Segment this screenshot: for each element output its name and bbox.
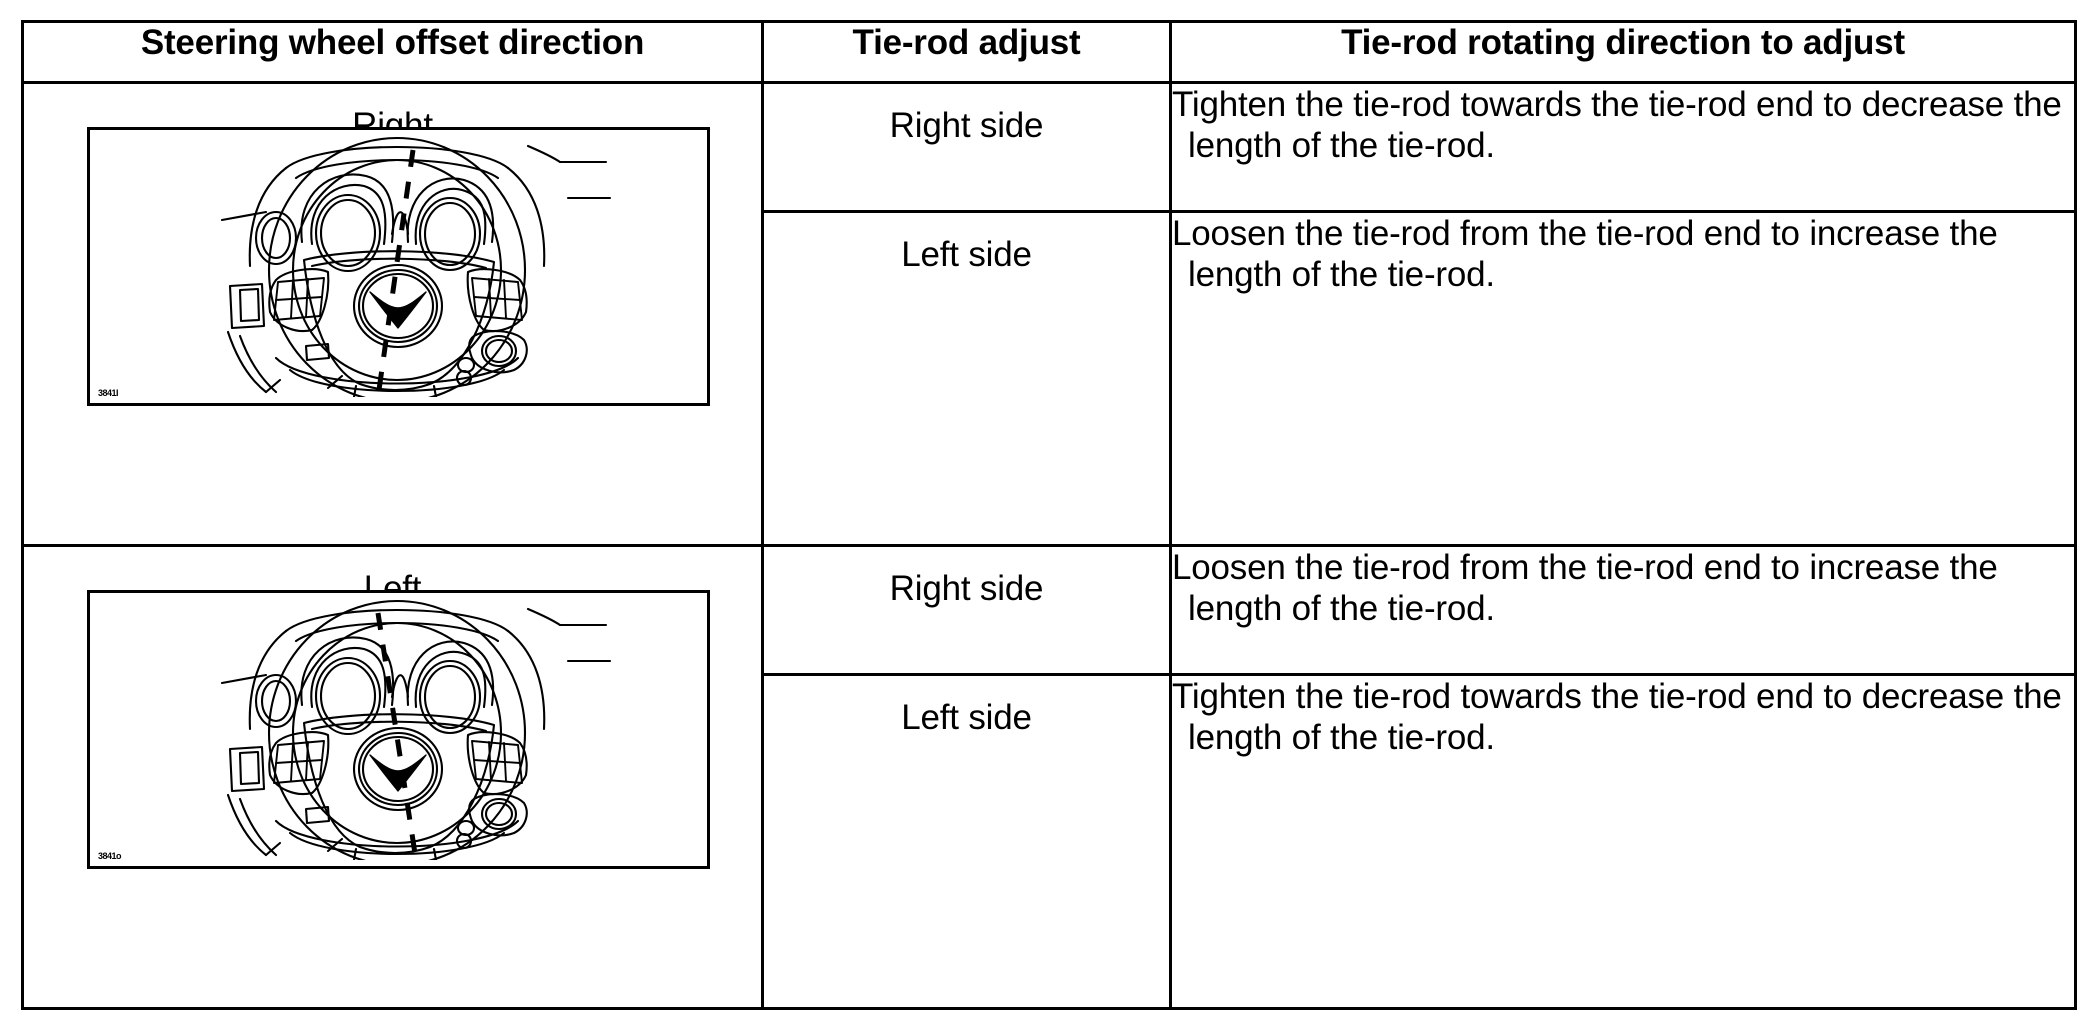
tie-rod-action-cell: Loosen the tie-rod from the tie-rod end …	[1169, 209, 2077, 548]
tie-rod-side-cell: Left side	[761, 672, 1172, 1011]
column-header-steering-direction: Steering wheel offset direction	[21, 20, 764, 84]
illustration-reference-code: 3841o	[98, 851, 122, 861]
table-header-row: Steering wheel offset direction Tie-rod …	[21, 20, 2077, 84]
steering-wheel-illustration-left: 3841o	[87, 590, 710, 869]
illustration-reference-code: 3841I	[98, 388, 119, 398]
steering-wheel-diagram-icon	[220, 599, 612, 860]
tie-rod-side-label: Left side	[901, 234, 1032, 274]
tie-rod-action-text: Tighten the tie-rod towards the tie-rod …	[1172, 85, 2062, 166]
tie-rod-side-label: Right side	[889, 106, 1044, 145]
table-row: Left side Tighten the tie-rod towards th…	[23, 672, 2077, 1011]
steering-wheel-illustration-right: 3841I	[87, 127, 710, 406]
tie-rod-action-text: Loosen the tie-rod from the tie-rod end …	[1172, 548, 1998, 629]
tie-rod-side-cell: Right side	[761, 81, 1172, 213]
tie-rod-side-cell: Left side	[761, 209, 1172, 548]
table-row: Left	[21, 544, 2077, 1010]
tie-rod-side-cell: Right side	[761, 544, 1172, 676]
offset-centerline-dashed	[375, 149, 416, 397]
steering-direction-cell-left: Left	[21, 544, 764, 1010]
column-header-rotating-direction: Tie-rod rotating direction to adjust	[1169, 20, 2077, 84]
tie-rod-action-cell: Tighten the tie-rod towards the tie-rod …	[1169, 81, 2077, 213]
tie-rod-adjustment-table: Steering wheel offset direction Tie-rod …	[21, 20, 2077, 1011]
tie-rod-side-label: Left side	[901, 697, 1032, 737]
column-header-tie-rod-adjust: Tie-rod adjust	[761, 20, 1172, 84]
offset-centerline-dashed	[375, 612, 419, 860]
tie-rod-action-cell: Loosen the tie-rod from the tie-rod end …	[1169, 544, 2077, 676]
table-row: Left side Loosen the tie-rod from the ti…	[23, 209, 2077, 548]
table-row: Right	[21, 81, 2077, 547]
tie-rod-action-text: Loosen the tie-rod from the tie-rod end …	[1172, 213, 1998, 294]
tie-rod-action-cell: Tighten the tie-rod towards the tie-rod …	[1169, 672, 2077, 1011]
steering-direction-cell-right: Right	[21, 81, 764, 547]
steering-wheel-diagram-icon	[220, 136, 612, 397]
tie-rod-action-text: Tighten the tie-rod towards the tie-rod …	[1172, 676, 2062, 757]
tie-rod-side-label: Right side	[889, 569, 1044, 608]
